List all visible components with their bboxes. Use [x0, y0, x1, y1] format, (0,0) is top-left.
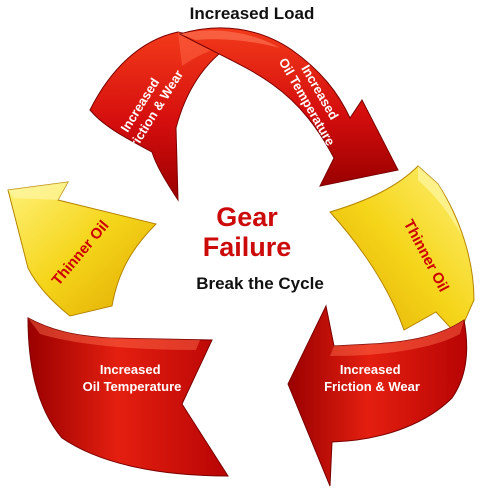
- bottom-right-line2: Friction & Wear: [324, 379, 420, 394]
- bottom-left-line1: Increased: [100, 362, 161, 377]
- center-line1: Gear: [216, 202, 278, 232]
- arrow-top-left: Increased Friction & Wear: [89, 31, 234, 202]
- top-title: Increased Load: [190, 4, 315, 23]
- arrow-right-yellow: Thinner Oil: [329, 165, 475, 337]
- center-subtitle: Break the Cycle: [196, 274, 324, 293]
- arrow-bottom-right: Increased Friction & Wear: [287, 304, 468, 487]
- svg-text:Increased Oil Temperatur: Increased Oil Temperature: [83, 362, 182, 394]
- bottom-right-line1: Increased: [340, 362, 401, 377]
- arrow-bottom-left: Increased Oil Temperature: [27, 317, 229, 477]
- bottom-left-line2: Oil Temperature: [83, 379, 182, 394]
- svg-text:Increased Friction & Wea: Increased Friction & Wear: [324, 362, 420, 394]
- center-line2: Failure: [203, 232, 292, 262]
- arrow-left-yellow: Thinner Oil: [7, 181, 157, 317]
